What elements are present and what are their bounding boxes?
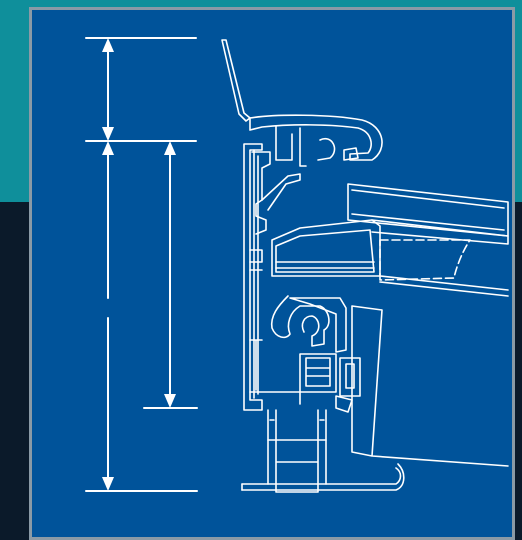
frame-web <box>261 173 301 211</box>
arrow-down-icon <box>102 127 114 141</box>
frame-detail-mid <box>249 249 263 271</box>
cap-profile <box>249 114 383 161</box>
base-stem <box>267 439 327 485</box>
glass-tail <box>371 219 509 245</box>
sash-wedge <box>271 219 381 277</box>
gasket-hook <box>270 295 330 347</box>
base-plate <box>241 463 405 491</box>
dimension-arrows <box>102 38 176 491</box>
frame-profile <box>221 39 509 493</box>
dimension-lines <box>85 37 198 492</box>
top-flap <box>221 39 251 122</box>
cap-clip <box>317 137 336 161</box>
gasket-insert-lines <box>305 357 331 387</box>
glass-panel-line <box>351 189 505 231</box>
arrow-down-icon <box>164 394 176 408</box>
cap-inner <box>275 125 307 167</box>
lower-glazing <box>351 305 509 467</box>
sash-wedge-line <box>275 261 375 269</box>
sash-wedge-inner <box>275 229 375 273</box>
arrow-up-icon <box>164 141 176 155</box>
drawing-panel <box>29 7 515 540</box>
base-leg-left <box>267 409 277 441</box>
gasket-body <box>289 297 347 353</box>
retainer <box>339 357 361 397</box>
retainer-tab <box>335 395 353 413</box>
glazing-bottom <box>379 275 509 297</box>
arrow-up-icon <box>102 38 114 52</box>
base-box <box>275 439 319 493</box>
frame-outer <box>243 143 263 411</box>
arrow-down-icon <box>102 477 114 491</box>
small-clip <box>343 147 359 161</box>
base-leg-right <box>317 409 327 441</box>
glass-slant <box>379 239 471 281</box>
arrow-up-icon <box>102 141 114 155</box>
gasket-insert <box>299 353 337 393</box>
frame-inner <box>253 149 259 399</box>
frame-detail-upper <box>251 151 271 235</box>
